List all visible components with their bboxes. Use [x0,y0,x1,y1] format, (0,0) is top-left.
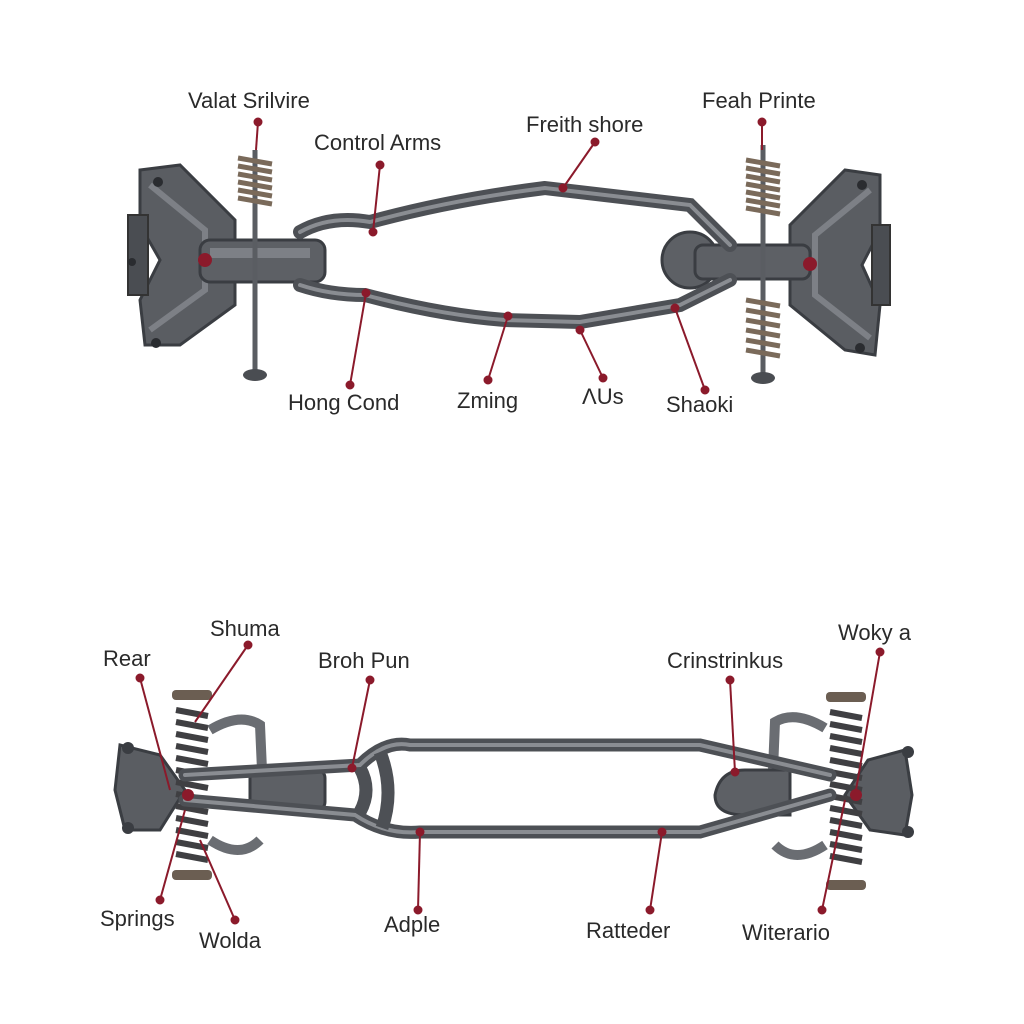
label-shaoki: Shaoki [666,392,734,417]
label-adple: Adple [384,912,441,937]
label-control-arms: Control Arms [314,130,442,155]
bottom-axle-assembly [113,690,914,890]
label-rear: Rear [103,646,151,671]
label-springs: Springs [100,906,175,931]
label-freith-shore: Freith shore [526,112,644,137]
label-feah-printe: Feah Printe [702,88,816,113]
label-hong-cond: Hong Cond [288,390,400,415]
label-valat-srilvire: Valat Srilvire [188,88,310,113]
label-wolda: Wolda [199,928,261,953]
label-ius: ΛUs [582,384,624,409]
top-axle-assembly [127,145,891,384]
label-crinstrinkus: Crinstrinkus [667,648,784,673]
label-witerario: Witerario [742,920,831,945]
label-ratteder: Rattеder [586,918,671,943]
label-broh-pun: Broh Pun [318,648,410,673]
label-zming: Zming [457,388,519,413]
bottom-left-spring [172,690,212,880]
bottom-leader-lines [135,640,885,925]
top-left-spring [237,150,273,381]
top-leader-lines [253,117,767,395]
label-shuma: Shuma [210,616,280,641]
top-right-spring [745,145,781,384]
bottom-right-spring [826,692,866,890]
label-woky-a: Woky a [838,620,911,645]
